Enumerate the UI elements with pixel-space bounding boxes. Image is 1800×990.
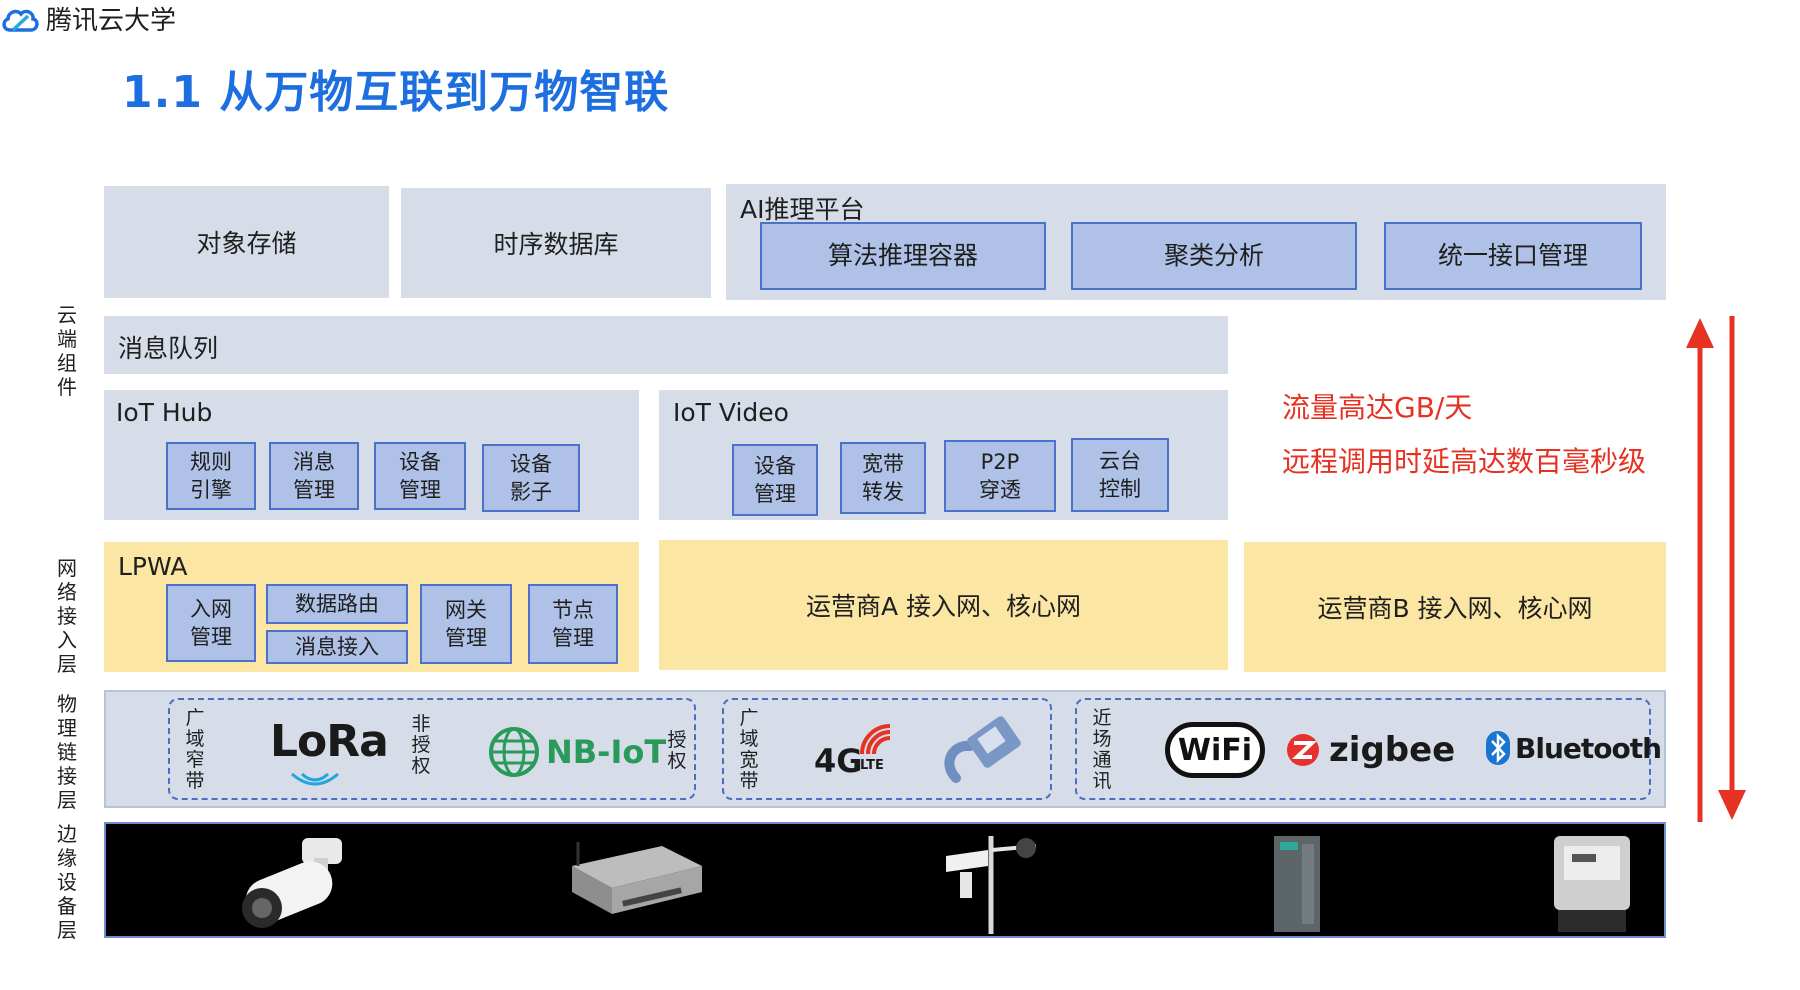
wan-broadband-group: 广 域 宽 带 4G LTE	[722, 698, 1052, 800]
brand: 腾讯云大学	[0, 0, 1800, 37]
power-meter-icon	[1554, 836, 1630, 932]
iot-hub-label: IoT Hub	[116, 398, 213, 427]
lpwa-item-data-routing: 数据路由	[266, 584, 408, 624]
hub-item-message-mgmt: 消息 管理	[269, 442, 359, 510]
lpwa-item-node-mgmt: 节点 管理	[528, 584, 618, 664]
side-label-edge: 边 缘 设 备 层	[57, 822, 77, 942]
note-traffic: 流量高达GB/天	[1282, 391, 1473, 424]
brand-name: 腾讯云大学	[46, 6, 177, 36]
tsdb-label: 时序数据库	[493, 230, 619, 259]
object-storage-panel: 对象存储	[104, 186, 389, 298]
video-item-ptz-control: 云台 控制	[1071, 438, 1169, 512]
side-label-cloud: 云 端 组 件	[57, 303, 77, 399]
4g-lte-logo: 4G LTE	[814, 720, 914, 784]
side-label-physical: 物 理 链 接 层	[57, 692, 77, 812]
edge-device-layer	[104, 822, 1666, 938]
near-field-label: 近 场 通 讯	[1092, 707, 1112, 792]
lpwa-item-message-access: 消息接入	[266, 630, 408, 664]
message-queue-panel: 消息队列	[104, 316, 1228, 374]
video-item-p2p: P2P 穿透	[944, 440, 1056, 512]
hub-item-device-mgmt: 设备 管理	[374, 442, 466, 510]
object-storage-label: 对象存储	[196, 229, 297, 258]
latency-arrows	[1686, 316, 1746, 822]
down-arrow-icon	[1718, 316, 1746, 820]
lora-waves-icon	[291, 772, 339, 786]
iot-video-panel: IoT Video 设备 管理 宽带 转发 P2P 穿透 云台 控制	[659, 390, 1228, 520]
video-item-bandwidth-forward: 宽带 转发	[840, 442, 926, 514]
zigbee-logo: zigbee	[1285, 730, 1455, 770]
video-item-device-mgmt: 设备 管理	[732, 444, 818, 516]
wan-narrowband-group: 广 域 窄 带 LoRa 非 授 权 NB-IoT 授 权	[168, 698, 696, 800]
wan-narrow-label: 广 域 窄 带	[185, 707, 205, 792]
licensed-label: 授 权	[667, 729, 687, 772]
lora-logo: LoRa	[270, 716, 389, 786]
ai-item-clustering: 聚类分析	[1071, 222, 1357, 290]
ai-platform-label: AI推理平台	[740, 195, 865, 224]
iot-video-label: IoT Video	[673, 398, 789, 427]
bluetooth-icon	[1486, 731, 1510, 765]
lpwa-item-gateway-mgmt: 网关 管理	[420, 584, 512, 664]
ethernet-cable-icon	[944, 716, 1021, 783]
side-label-network: 网 络 接 入 层	[57, 556, 77, 676]
hub-item-rule-engine: 规则 引擎	[166, 442, 256, 510]
lpwa-panel: LPWA 入网 管理 数据路由 消息接入 网关 管理 节点 管理	[104, 542, 639, 672]
nbiot-logo: NB-IoT	[488, 726, 666, 778]
tsdb-panel: 时序数据库	[401, 188, 711, 298]
ai-item-inference-container: 算法推理容器	[760, 222, 1046, 290]
camera-icon	[242, 838, 342, 928]
operator-a-label: 运营商A 接入网、核心网	[805, 592, 1082, 621]
page-title: 1.1 从万物互联到万物智联	[122, 67, 670, 118]
weather-station-icon	[946, 836, 1037, 934]
message-queue-label: 消息队列	[118, 334, 219, 363]
signal-arcs-icon	[860, 724, 891, 755]
operator-b-panel: 运营商B 接入网、核心网	[1244, 542, 1666, 672]
globe-icon	[489, 727, 539, 777]
wifi-logo: WiFi	[1165, 722, 1265, 778]
iot-hub-panel: IoT Hub 规则 引擎 消息 管理 设备 管理 设备 影子	[104, 390, 639, 520]
near-field-group: 近 场 通 讯 WiFi zigbee Bluetooth	[1075, 698, 1662, 800]
plc-module-icon	[1274, 836, 1320, 932]
cloud-logo-icon	[2, 9, 39, 32]
ai-item-unified-api: 统一接口管理	[1384, 222, 1642, 290]
up-arrow-icon	[1686, 318, 1714, 822]
hub-item-device-shadow: 设备 影子	[482, 444, 580, 512]
gateway-box-icon	[572, 842, 702, 914]
lpwa-item-network-join: 入网 管理	[166, 584, 256, 662]
operator-b-label: 运营商B 接入网、核心网	[1317, 594, 1593, 623]
bluetooth-logo: Bluetooth	[1485, 730, 1662, 766]
physical-layer-panel	[104, 690, 1666, 808]
ai-platform-panel: AI推理平台 算法推理容器 聚类分析 统一接口管理	[726, 184, 1666, 300]
lpwa-label: LPWA	[118, 552, 188, 581]
unlicensed-label: 非 授 权	[411, 713, 431, 777]
operator-a-panel: 运营商A 接入网、核心网	[659, 540, 1228, 670]
zigbee-icon	[1287, 734, 1319, 766]
note-latency: 远程调用时延高达数百毫秒级	[1282, 445, 1647, 478]
wan-broad-label: 广 域 宽 带	[739, 707, 759, 792]
